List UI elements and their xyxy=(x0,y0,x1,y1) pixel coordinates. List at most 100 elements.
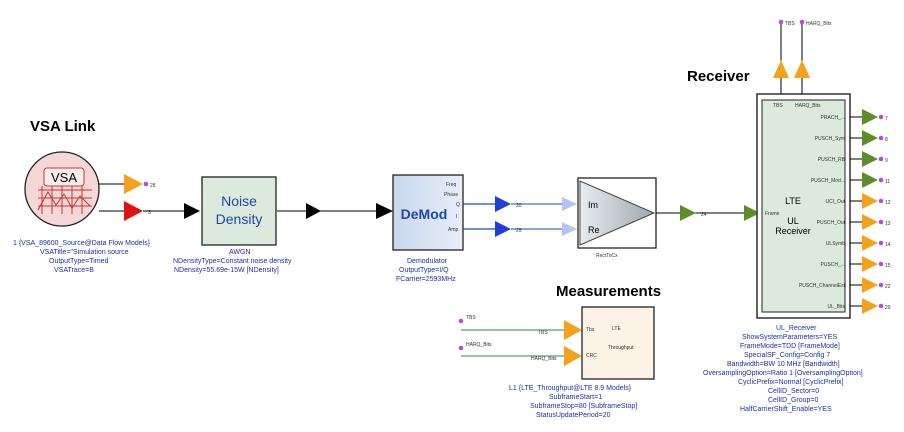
receiver-output-pin[interactable] xyxy=(878,282,884,288)
vsa-link-title: VSA Link xyxy=(30,118,96,135)
vsa-param-line: 1 {VSA_89600_Source@Data Flow Models} xyxy=(13,240,151,247)
receiver-output-num: 29 xyxy=(885,305,891,311)
demod-params: Demodulator OutputType=I/Q FCarrier=2593… xyxy=(396,258,456,283)
throughput-tbs-name: TBS xyxy=(466,315,476,321)
measurements-title: Measurements xyxy=(556,283,661,300)
receiver-output-port-label: UL_Bits xyxy=(827,304,845,310)
vsa-label-box xyxy=(43,167,85,187)
receiver-top-port-tbs: TBS xyxy=(773,103,783,109)
receiver-param-line: CyclicPrefix=Normal [CyclicPrefix] xyxy=(738,379,844,386)
receiver-output-pin[interactable] xyxy=(878,198,884,204)
receiver-output-arrow xyxy=(862,151,878,167)
vsa-output-mid-num: 3 xyxy=(148,210,151,216)
vsa-param-line: VSATitle="Simulation source xyxy=(40,249,129,256)
receiver-output-arrow xyxy=(862,214,878,230)
receiver-output-arrow xyxy=(862,193,878,209)
throughput-harq-name: HARQ_Bits xyxy=(466,342,492,348)
receiver-params: UL_Receiver ShowSystemParameters=YES Fra… xyxy=(703,325,863,413)
receiver-output-num: 13 xyxy=(885,221,891,227)
vsa-param-line: VSATrace=B xyxy=(54,267,94,274)
demod-q-arrow xyxy=(495,196,511,212)
throughput-param-line: L1 {LTE_Throughput@LTE 8.9 Models} xyxy=(509,385,632,392)
receiver-output-pin[interactable] xyxy=(878,114,884,120)
receiver-output-pin[interactable] xyxy=(878,219,884,225)
receiver-param-line: UL_Receiver xyxy=(776,325,817,332)
demod-param-line: FCarrier=2593MHz xyxy=(396,276,456,283)
throughput-block[interactable]: LTE Throughput Tbs CRC xyxy=(581,306,655,380)
receiver-output-port-label: PUSCH_Out xyxy=(817,220,846,226)
awgn-param-line: AWGN xyxy=(229,249,251,256)
demod-port-phase: Phase xyxy=(444,192,458,198)
receiver-output-port[interactable]: UL_Bits 29 xyxy=(827,298,891,314)
demod-block[interactable]: DeMod Freq Phase Q I Amp xyxy=(392,174,464,251)
receiver-output-port[interactable]: PUSCH_Mod...11 xyxy=(811,172,891,188)
receiver-input-arrow xyxy=(744,205,760,221)
receiver-label-1: LTE xyxy=(785,196,801,206)
receiver-param-line: CellID_Group=0 xyxy=(768,397,818,404)
recttocx-block[interactable]: Im Re xyxy=(577,177,657,249)
throughput-port-crc: CRC xyxy=(586,353,597,359)
receiver-output-arrow xyxy=(862,130,878,146)
demod-param-line: Demodulator xyxy=(407,258,448,265)
receiver-output-port-label: PUSCH_... xyxy=(821,262,845,268)
receiver-output-num: 11 xyxy=(885,179,890,185)
demod-port-freq: Freq xyxy=(446,182,457,188)
receiver-label-2: UL xyxy=(787,216,799,226)
throughput-harq-wire-label: HARQ_Bits xyxy=(531,356,557,362)
receiver-output-pin[interactable] xyxy=(878,135,884,141)
vsa-source-block[interactable]: VSA xyxy=(24,151,100,227)
throughput-label-2: Throughput xyxy=(608,345,634,351)
receiver-output-pin[interactable] xyxy=(878,261,884,267)
receiver-output-pin[interactable] xyxy=(878,177,884,183)
receiver-output-pin[interactable] xyxy=(878,240,884,246)
receiver-output-num: 8 xyxy=(885,137,888,143)
awgn-param-line: NDensityType=Constant noise density xyxy=(173,258,292,265)
receiver-output-port-label: PUSCH_RB xyxy=(818,157,846,163)
receiver-output-port-label: UCI_Out xyxy=(826,199,846,205)
receiver-output-port-label: PRACH_... xyxy=(821,115,845,121)
throughput-param-line: StatusUpdatePeriod=20 xyxy=(536,412,611,419)
receiver-output-arrow xyxy=(862,109,878,125)
throughput-tbs-pin[interactable] xyxy=(458,318,464,324)
receiver-block[interactable]: LTE UL Receiver Frame TBS HARQ_Bits xyxy=(756,93,851,319)
receiver-tbs-label: TBS xyxy=(785,21,795,27)
receiver-output-arrow xyxy=(862,298,878,314)
demod-q-num: 20 xyxy=(516,203,522,209)
receiver-output-port[interactable]: PUSCH_...15 xyxy=(821,256,891,272)
receiver-output-port[interactable]: PUSCH_Out 13 xyxy=(817,214,891,230)
receiver-output-arrow xyxy=(862,277,878,293)
receiver-output-port[interactable]: PUSCH_Sym 8 xyxy=(815,130,888,146)
awgn-label-1: Noise xyxy=(221,193,257,209)
demod-i-num: 25 xyxy=(516,228,522,234)
receiver-output-pin[interactable] xyxy=(878,156,884,162)
receiver-output-pin[interactable] xyxy=(878,303,884,309)
receiver-param-line: CellID_Sector=0 xyxy=(768,388,819,395)
receiver-output-port-label: PUSCH_Sym xyxy=(815,136,845,142)
receiver-param-line: ShowSystemParameters=YES xyxy=(742,334,837,341)
throughput-param-line: SubframeStop=80 [SubframeStop] xyxy=(530,403,637,410)
vsa-output-top-pin[interactable] xyxy=(143,181,149,187)
receiver-top-port-harq: HARQ_Bits xyxy=(795,103,821,109)
demod-input-arrow xyxy=(376,203,393,219)
throughput-harq-pin[interactable] xyxy=(458,345,464,351)
receiver-output-port-label: PUSCH_ChannelEst xyxy=(799,283,846,289)
vsa-params: 1 {VSA_89600_Source@Data Flow Models} VS… xyxy=(13,240,151,274)
recttocx-name: RectToCx xyxy=(596,253,618,259)
throughput-port-tbs: Tbs xyxy=(586,327,595,333)
receiver-param-line: Bandwidth=BW 10 MHz [Bandwidth] xyxy=(727,361,840,368)
throughput-params: L1 {LTE_Throughput@LTE 8.9 Models} Subfr… xyxy=(509,385,637,419)
receiver-param-line: FrameMode=TDD [FrameMode] xyxy=(740,343,840,350)
receiver-harq-arrow xyxy=(794,60,810,78)
receiver-tbs-pin[interactable] xyxy=(778,19,784,25)
recttocx-triangle-icon xyxy=(579,180,656,246)
demod-port-i: I xyxy=(456,214,457,220)
receiver-output-port[interactable]: PRACH_...7 xyxy=(821,109,888,125)
vsa-output-top-num: 28 xyxy=(150,183,156,189)
awgn-block[interactable]: Noise Density xyxy=(201,176,277,246)
receiver-harq-pin[interactable] xyxy=(799,19,805,25)
